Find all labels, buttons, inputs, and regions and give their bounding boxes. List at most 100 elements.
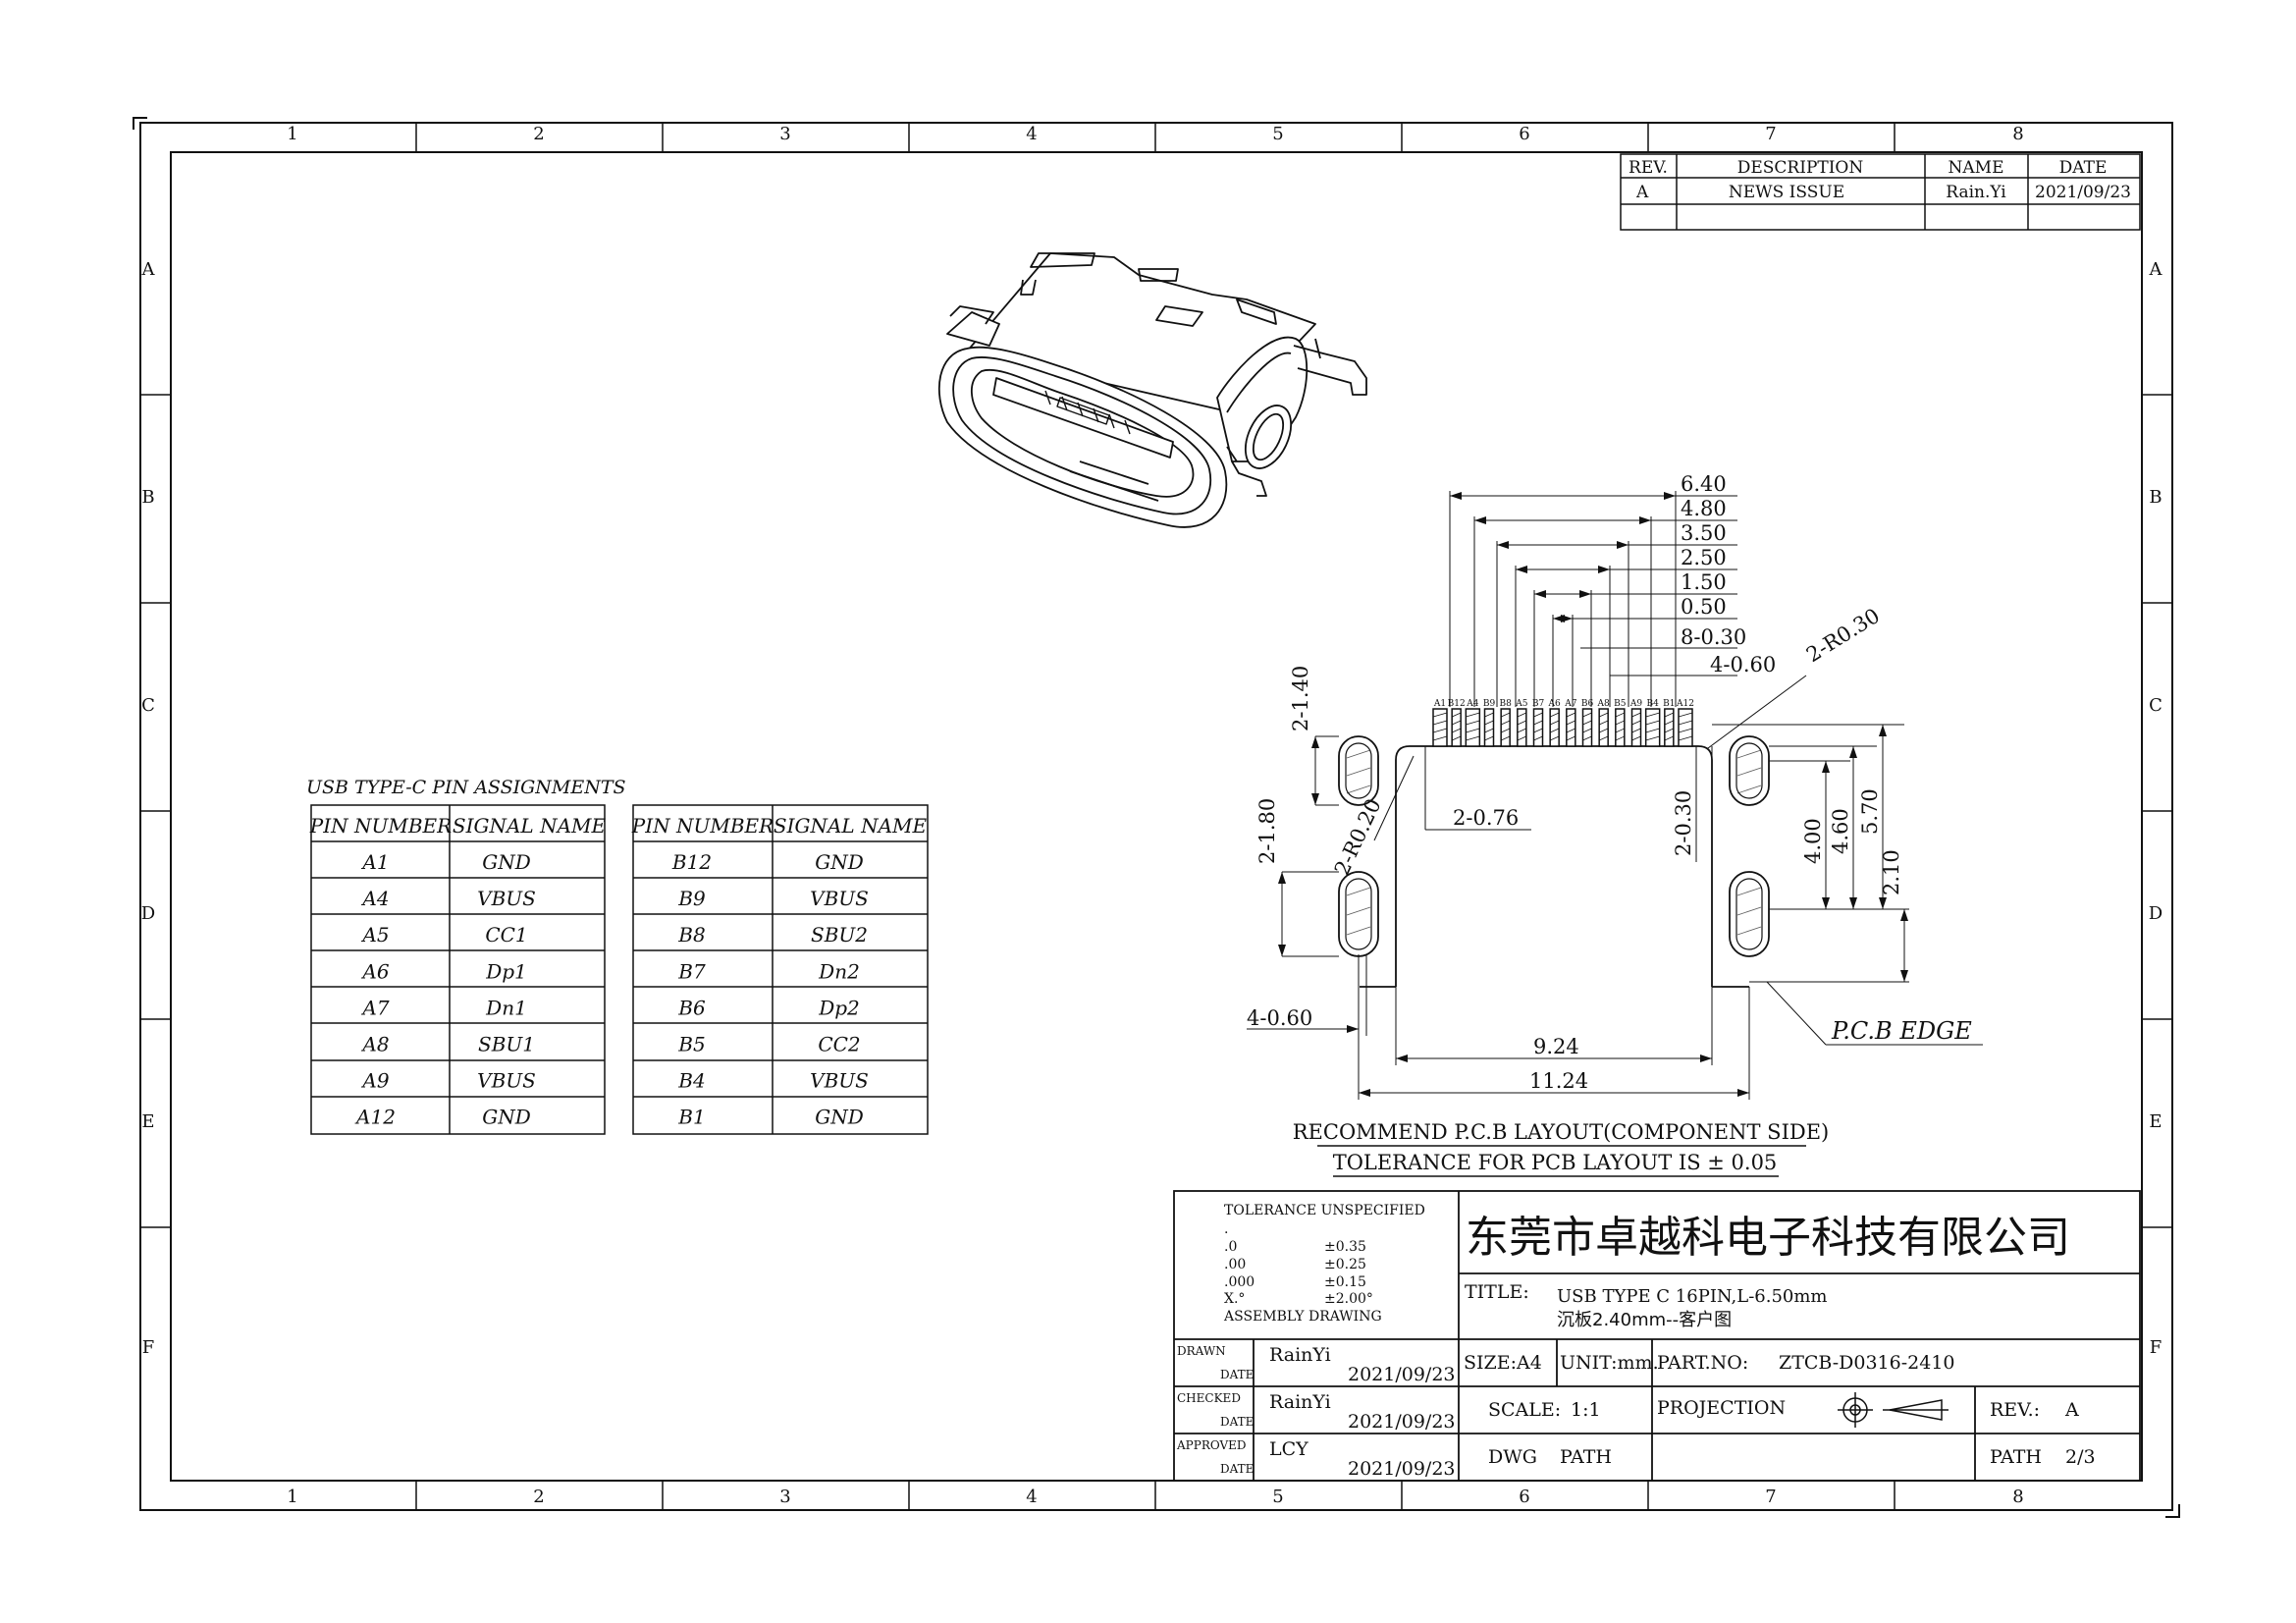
slot-top-left-inner [1345,742,1372,799]
pad-hatch [1599,728,1609,733]
part-no-label: PART.NO: [1657,1352,1748,1374]
dwg-path-label: PATH [1560,1446,1612,1468]
column-label: 8 [2012,1487,2023,1507]
pad-hatch [1645,728,1660,733]
pin-number-cell: B8 [677,923,705,947]
signal-name-cell: GND [482,850,531,874]
signal-name-cell: Dn2 [818,959,860,983]
signal-pad [1517,708,1527,747]
pad-hatch [1566,712,1575,718]
slot-top-right [1729,735,1770,806]
checked-name: RainYi [1269,1391,1331,1413]
tolerance-key: .000 [1224,1274,1255,1290]
pad-hatch [1432,720,1448,726]
tolerance-dot: . [1224,1221,1228,1237]
slot-bottom-right-inner [1735,878,1763,950]
pad-hatch [1615,720,1625,726]
tolerance-title: TOLERANCE UNSPECIFIED [1224,1203,1425,1218]
pad-label: B4 [1646,699,1659,709]
column-label: 4 [1026,124,1037,144]
drawn-label: DRAWN [1177,1344,1226,1358]
pin-number-cell: B9 [677,887,706,910]
pad-hatch [1645,735,1660,741]
pad-hatch [1517,728,1526,733]
pcb-tolerance-caption: TOLERANCE FOR PCB LAYOUT IS ± 0.05 [1333,1151,1778,1174]
pad-label: A4 [1466,699,1478,709]
rev-value: A [2064,1399,2079,1421]
row-label: E [141,1111,154,1132]
signal-name-cell: Dp2 [818,996,860,1019]
drawn-date: 2021/09/23 [1348,1364,1456,1385]
name-header: NAME [1949,158,2004,178]
checked-label: CHECKED [1177,1391,1241,1405]
company-name: 东莞市卓越科电子科技有限公司 [1466,1213,2070,1263]
pin-number-cell: B7 [677,959,706,983]
pad-hatch [1582,712,1592,718]
column-label: 7 [1765,1487,1776,1507]
pad-hatch [1501,720,1511,726]
pad-hatch [1582,720,1592,726]
pad-label: B9 [1483,699,1496,709]
pin-number-cell: A7 [360,996,389,1019]
signal-name-cell: CC2 [818,1033,860,1056]
row-label: D [141,903,155,924]
signal-pad [1532,708,1544,747]
pad-hatch [1533,712,1543,718]
signal-pad [1451,708,1462,747]
pad-hatch [1566,735,1575,741]
rev-header: REV. [1629,158,1668,178]
column-label: 2 [533,124,544,144]
column-label: 1 [287,124,297,144]
pad-hatch [1615,728,1625,733]
signal-name-cell: SBU1 [478,1033,535,1056]
dimension-labels: 6.40 4.80 3.50 2.50 1.50 0.50 8-0.30 4-0… [1247,472,1972,1093]
pad-hatch [1466,712,1480,718]
pad-hatch [1645,720,1660,726]
pad-hatch [1533,728,1543,733]
pin-number-cell: A12 [354,1106,396,1129]
pin-number-cell: A1 [360,850,389,874]
pin-assignment-section: USB TYPE-C PIN ASSIGNMENTS PIN NUMBER SI… [306,777,929,1135]
dim-3-50: 3.50 [1681,521,1727,545]
pad-label: B1 [1663,699,1675,709]
pad-label: A8 [1597,699,1610,709]
pad-hatch [1501,735,1511,741]
pad-hatch [1484,712,1494,718]
column-label: 7 [1765,124,1776,144]
pad-hatch [1599,712,1609,718]
pad-hatch [1432,728,1448,733]
pad-label: A12 [1676,699,1694,709]
pad-label: A1 [1433,699,1446,709]
signal-pad [1566,708,1576,747]
pad-hatch [1645,712,1660,718]
tolerance-key: .0 [1224,1239,1237,1255]
signal-name-cell: VBUS [477,1069,536,1093]
tolerance-value: ±2.00° [1324,1291,1373,1307]
slot-bottom-right [1729,871,1770,957]
approved-date: 2021/09/23 [1348,1458,1456,1480]
signal-name-cell: VBUS [477,887,536,910]
pad-label: A9 [1629,699,1642,709]
pad-hatch [1466,728,1480,733]
tolerance-value: ±0.35 [1324,1239,1366,1255]
signal-name-cell: Dp1 [485,959,527,983]
pad-hatch [1664,712,1674,718]
path-label: PATH [1990,1446,2042,1468]
column-label: 6 [1519,1487,1529,1507]
pad-label: B6 [1581,699,1594,709]
slot-bottom-left [1338,871,1379,957]
title-line-1: USB TYPE C 16PIN,L-6.50mm [1557,1286,1828,1307]
pad-hatch [1631,720,1641,726]
slot-bottom-left-inner [1345,878,1372,950]
scale-value: 1:1 [1571,1399,1601,1421]
pad-hatch [1599,735,1609,741]
signal-pad [1615,708,1626,747]
pad-hatch [1466,735,1480,741]
pad-hatch [1566,720,1575,726]
signal-pad [1581,708,1593,747]
row-label: B [2149,487,2162,508]
mounting-slots [1338,735,1770,957]
row-label: C [2149,695,2163,716]
assembly-label: ASSEMBLY DRAWING [1223,1309,1382,1325]
